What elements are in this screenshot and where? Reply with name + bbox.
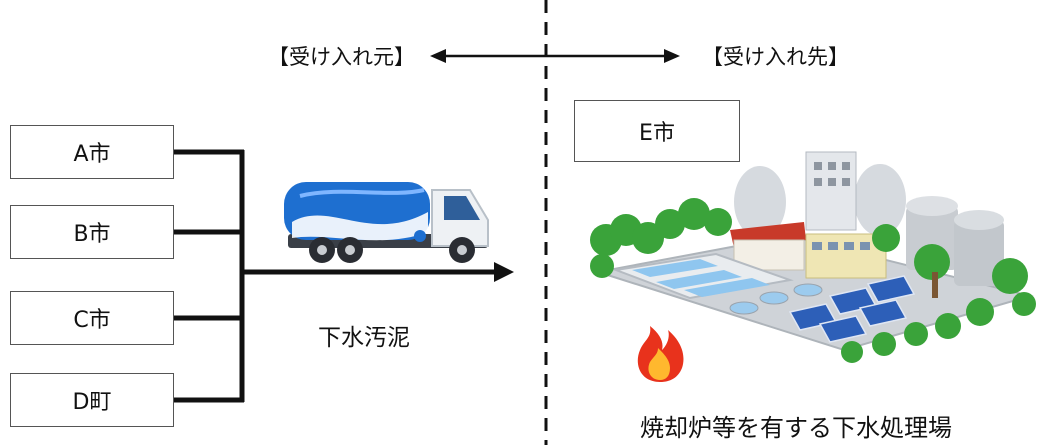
source-header: 【受け入れ元】: [268, 45, 415, 69]
destination-label: E市: [639, 121, 675, 146]
source-label: B市: [73, 222, 111, 247]
source-bracket: [174, 149, 245, 403]
source-label: D町: [72, 390, 112, 415]
source-label: A市: [73, 142, 111, 167]
source-box-b: B市: [10, 205, 174, 259]
destination-header: 【受け入れ先】: [702, 45, 849, 69]
source-box-d: D町: [10, 373, 174, 427]
facility-caption: 焼却炉等を有する下水処理場: [640, 414, 952, 442]
source-label: C市: [73, 308, 111, 333]
destination-box: E市: [574, 100, 740, 162]
source-box-c: C市: [10, 291, 174, 345]
source-box-a: A市: [10, 125, 174, 179]
flow-label: 下水汚泥: [318, 325, 410, 351]
